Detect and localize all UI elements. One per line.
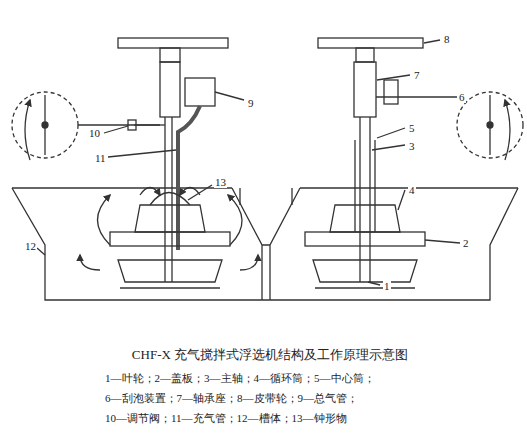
callout-number: 4	[408, 184, 416, 196]
caption: CHF-X 充气搅拌式浮选机结构及工作原理示意图	[132, 348, 408, 362]
bearing-seat	[160, 62, 180, 117]
impeller	[118, 260, 222, 282]
bell-shape	[150, 193, 190, 206]
circulation-tube	[135, 205, 205, 232]
tank-body	[12, 188, 518, 300]
callout-number: 3	[408, 140, 416, 152]
legend-line: 6—刮泡装置；7—轴承座；8—皮带轮；9—总气管；	[105, 392, 358, 404]
main-air-pipe-box	[185, 78, 215, 106]
callout-number: 1	[383, 280, 391, 292]
callout-number: 5	[408, 122, 416, 134]
callout-number: 12	[24, 240, 37, 252]
callout-number: 2	[462, 237, 470, 249]
callout-number: 7	[413, 69, 421, 81]
belt-pulley	[318, 38, 423, 48]
callout-number: 10	[88, 127, 101, 139]
circulation-tube	[330, 205, 400, 232]
callout-number: 11	[94, 152, 107, 164]
callout-number: 8	[443, 33, 451, 45]
middle-partition	[232, 188, 300, 300]
legend-line: 10—调节阀；11—充气管；12—槽体；13—钟形物	[105, 412, 347, 424]
cover-plate	[110, 232, 230, 246]
impeller	[313, 260, 417, 282]
callout-number: 9	[247, 97, 255, 109]
legend-line: 1—叶轮；2—盖板；3—主轴；4—循环筒；5—中心筒；	[105, 372, 375, 384]
callout-number: 6	[458, 91, 466, 103]
bearing-seat	[354, 62, 376, 117]
cover-plate	[305, 232, 425, 246]
froth-scraper	[12, 92, 78, 158]
callout-number: 13	[214, 176, 227, 188]
air-pipe	[178, 106, 200, 250]
belt-pulley	[118, 38, 228, 48]
froth-scraper	[457, 92, 523, 158]
